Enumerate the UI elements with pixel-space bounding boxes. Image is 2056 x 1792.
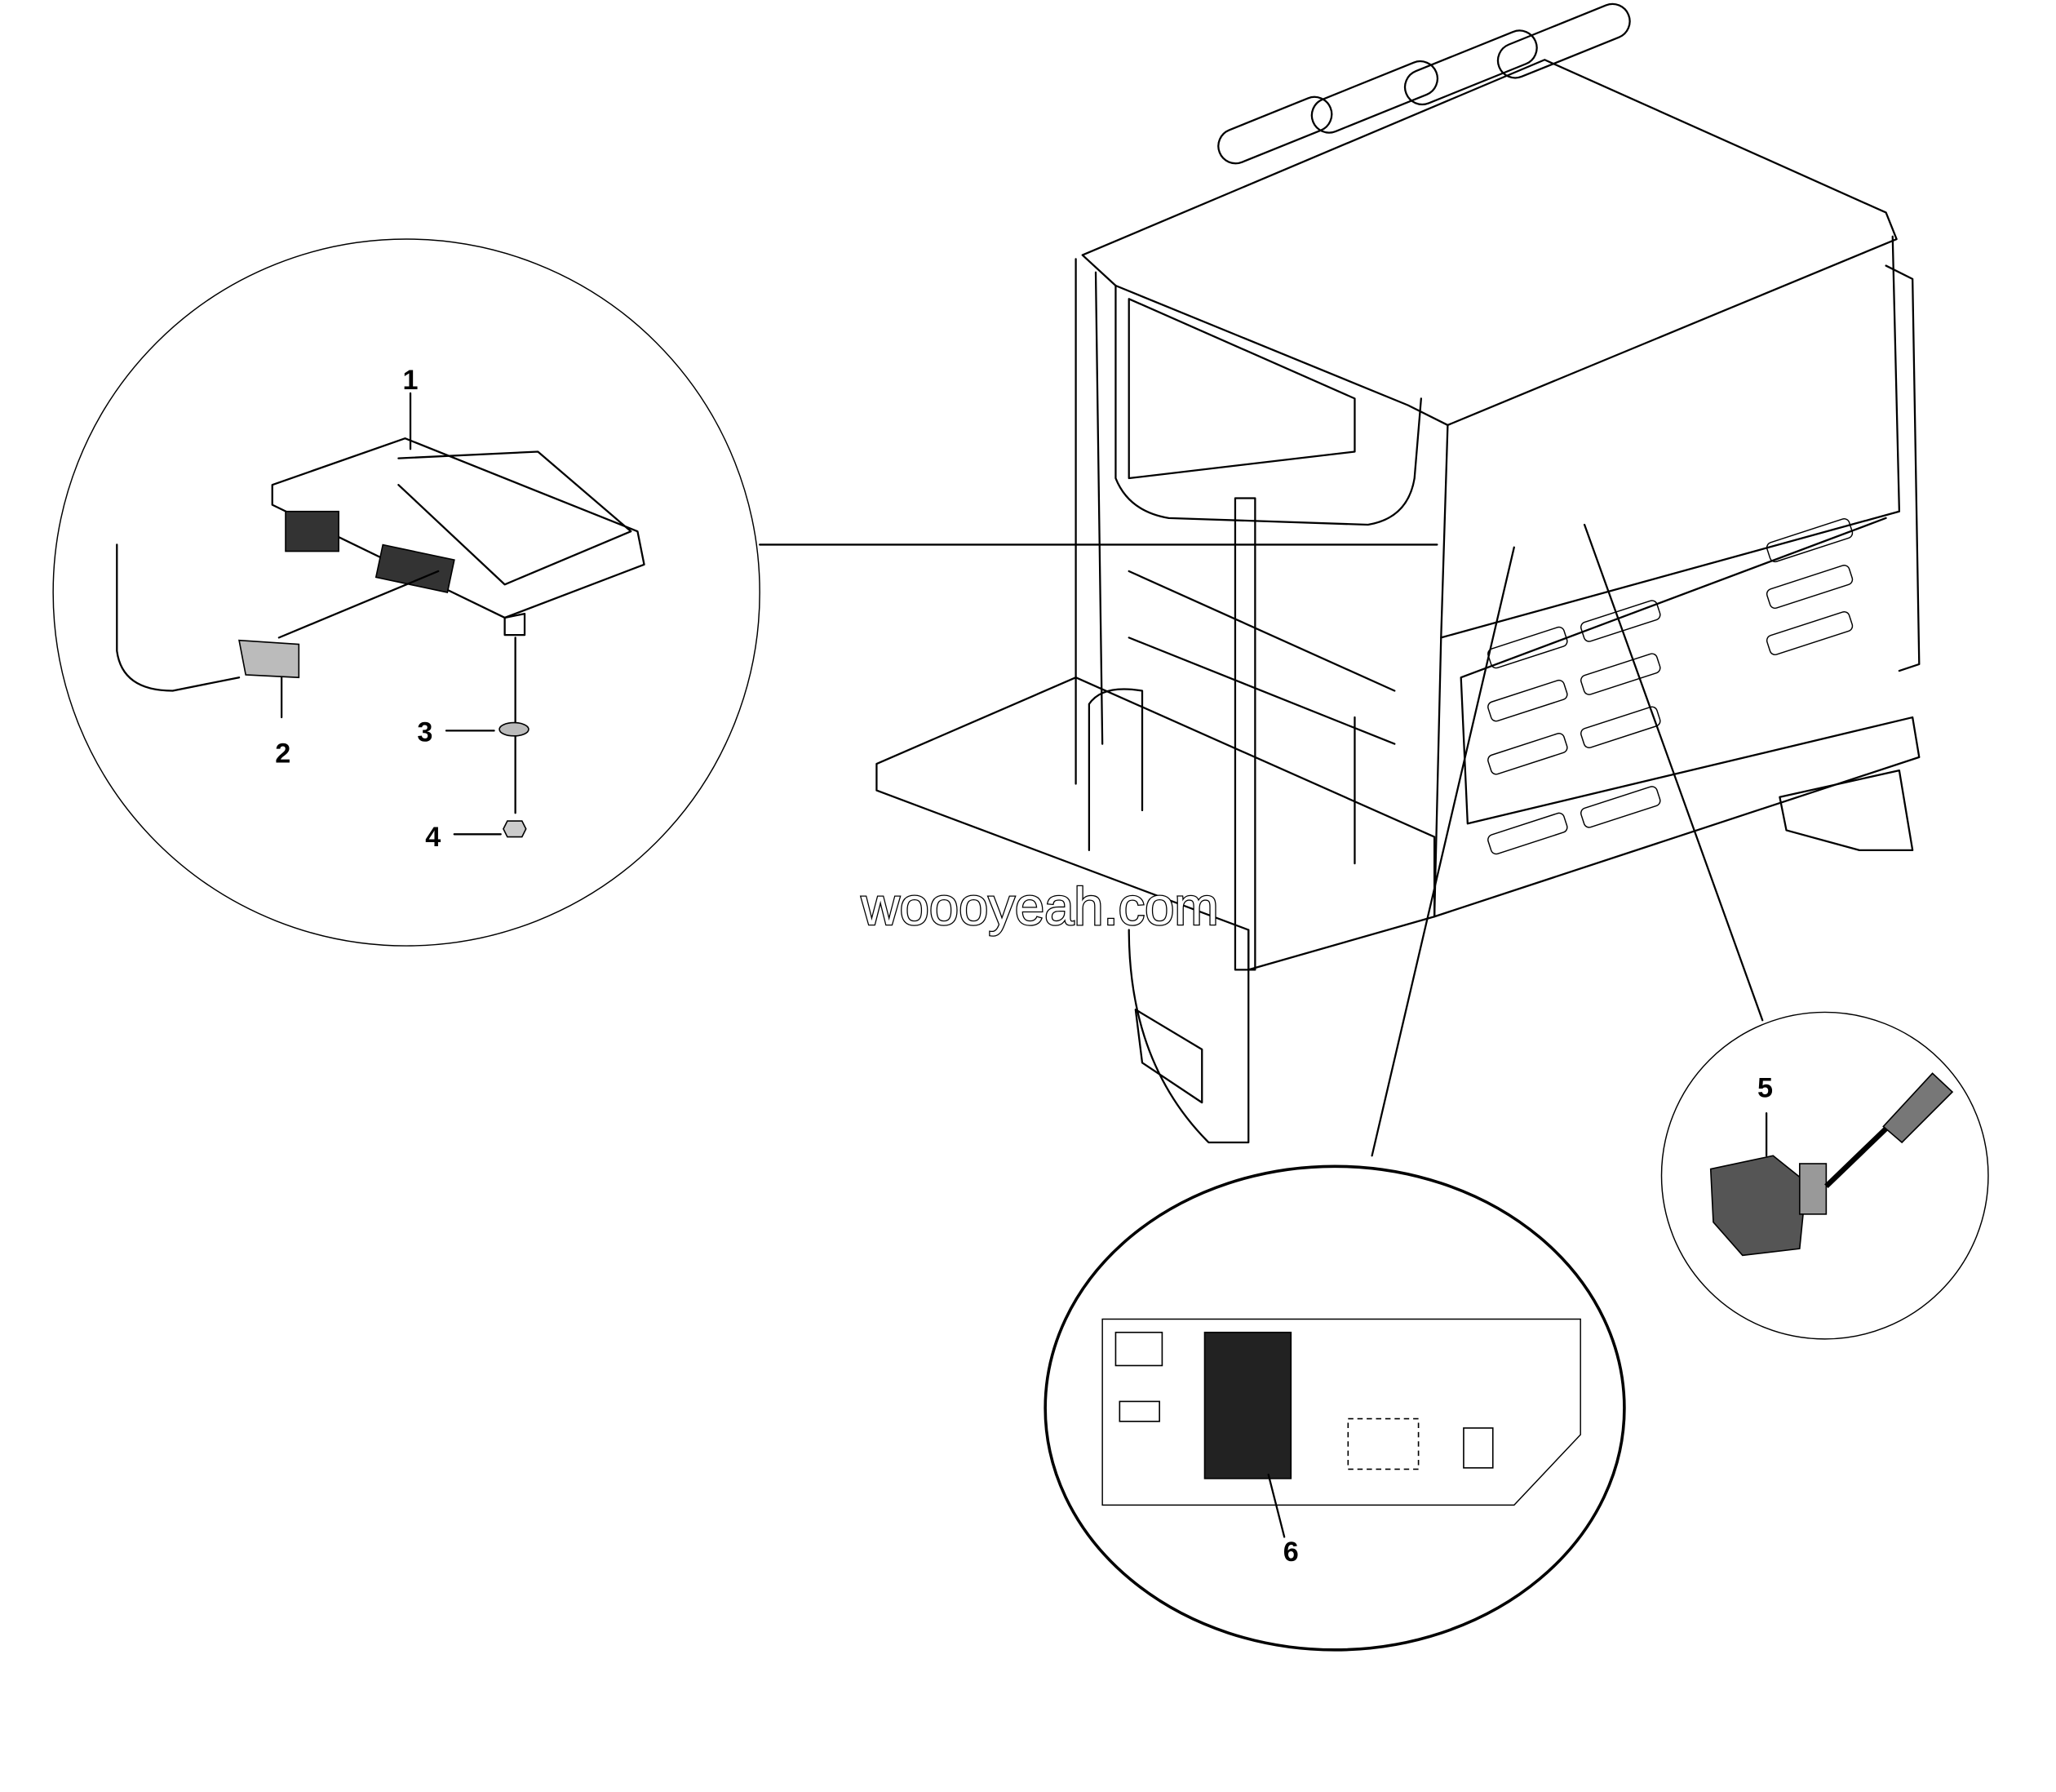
detail-circle-ecu: 1 2 3 4 [52,238,760,947]
cab-drawing [875,2,1921,1144]
callout-1: 1 [403,365,419,396]
callout-4: 4 [425,822,441,853]
callout-3: 3 [417,716,432,747]
watermark: woooyeah.com [861,876,1219,936]
leader-lines [759,523,1764,1157]
callout-6: 6 [1283,1537,1299,1568]
callout-2: 2 [275,738,290,769]
callout-5: 5 [1757,1073,1773,1104]
detail-circle-switch: 5 [1660,1011,1989,1340]
detail-circle-fuse-panel: 6 [1044,1164,1626,1652]
